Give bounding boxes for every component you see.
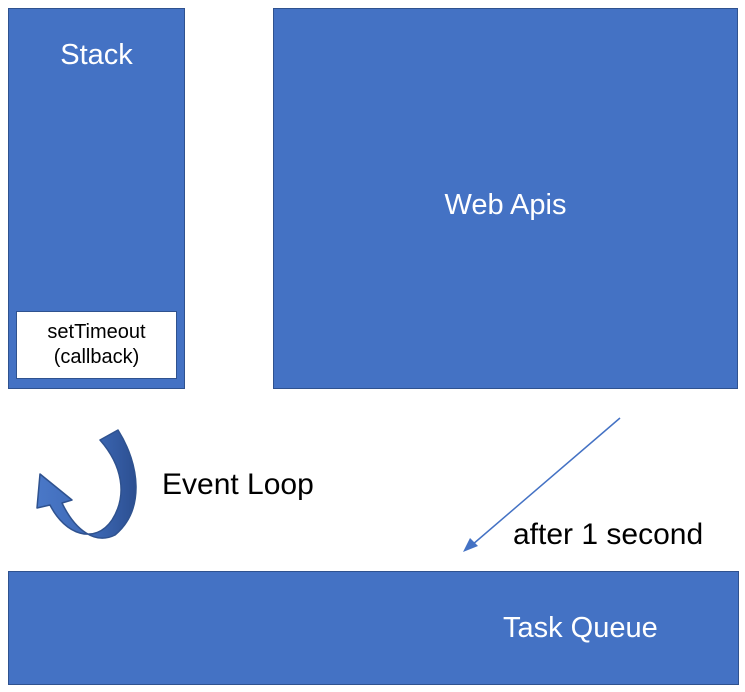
web-apis-title: Web Apis <box>444 189 567 221</box>
stack-box: Stack setTimeout (callback) <box>8 8 185 389</box>
timer-arrow-line <box>471 417 621 546</box>
stack-frame-settimeout: setTimeout (callback) <box>16 311 177 379</box>
timer-arrow-head-icon <box>463 538 478 552</box>
stack-frame-line2: (callback) <box>53 346 140 368</box>
event-loop-arrow-icon <box>36 429 137 539</box>
stack-frame-line1: setTimeout <box>47 321 146 343</box>
event-loop-label: Event Loop <box>162 468 314 501</box>
task-queue-box: Task Queue <box>8 571 739 685</box>
web-apis-box: Web Apis <box>273 8 738 389</box>
stack-title: Stack <box>60 39 133 71</box>
task-queue-title: Task Queue <box>503 612 658 644</box>
timer-arrow-label: after 1 second <box>513 518 704 551</box>
